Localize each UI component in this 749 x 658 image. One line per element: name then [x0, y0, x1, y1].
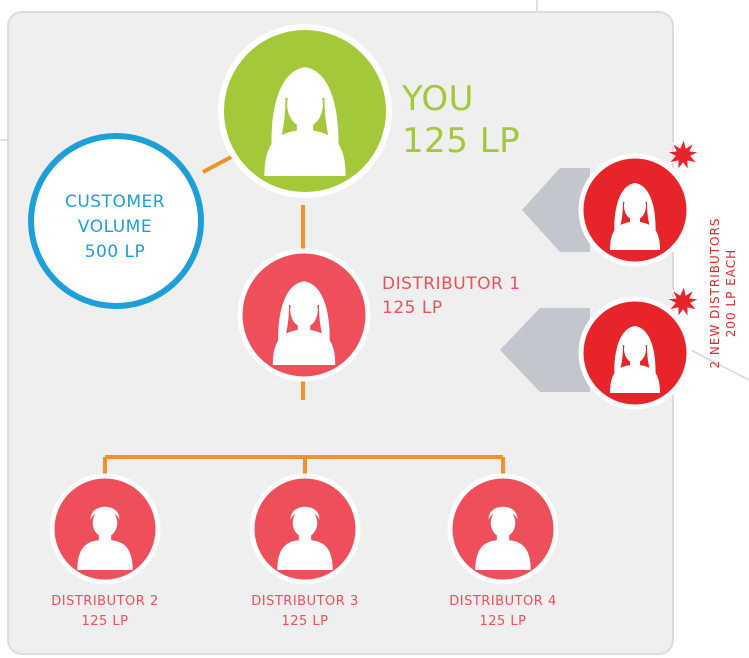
distributor-1-label: DISTRIBUTOR 1 125 LP	[382, 272, 521, 320]
distributor-4-points: 125 LP	[479, 614, 527, 629]
you-title: YOU	[402, 79, 475, 119]
new-distributor-node	[578, 137, 701, 267]
you-node	[218, 24, 392, 198]
distributor-2-label: DISTRIBUTOR 2 125 LP	[20, 592, 190, 632]
distributor-3-label: DISTRIBUTOR 3 125 LP	[220, 592, 390, 632]
customer-line-1: CUSTOMER	[64, 192, 166, 212]
distributor-3-points: 125 LP	[281, 614, 329, 629]
distributor-1-node	[237, 248, 371, 382]
distributor-3-title: DISTRIBUTOR 3	[251, 594, 359, 609]
distributor-4-node	[447, 473, 559, 585]
new-distributors-label: 2 NEW DISTRIBUTORS 200 LP EACH	[703, 198, 743, 388]
new-distributors-points: 200 LP EACH	[724, 248, 738, 338]
you-label: YOU 125 LP	[402, 78, 520, 162]
distributor-2-points: 125 LP	[81, 614, 129, 629]
distributor-2-title: DISTRIBUTOR 2	[51, 594, 159, 609]
chevron-left-icon	[522, 168, 590, 252]
distributor-1-title: DISTRIBUTOR 1	[382, 274, 521, 294]
distributor-4-label: DISTRIBUTOR 4 125 LP	[418, 592, 588, 632]
customer-line-2: VOLUME	[77, 217, 153, 237]
customer-line-3: 500 LP	[84, 242, 146, 262]
distributor-1-points: 125 LP	[382, 298, 443, 318]
distributor-3-node	[249, 473, 361, 585]
new-distributors-title: 2 NEW DISTRIBUTORS	[708, 217, 722, 369]
new-distributor-node	[578, 284, 701, 410]
starburst-icon	[665, 137, 701, 172]
distributor-4-title: DISTRIBUTOR 4	[449, 594, 557, 609]
you-points: 125 LP	[402, 121, 521, 161]
customer-volume-label: CUSTOMER VOLUME 500 LP	[30, 190, 200, 265]
distributor-2-node	[49, 473, 161, 585]
customer-volume-node	[28, 133, 204, 309]
starburst-icon	[665, 284, 701, 319]
chevron-left-icon	[500, 308, 590, 392]
